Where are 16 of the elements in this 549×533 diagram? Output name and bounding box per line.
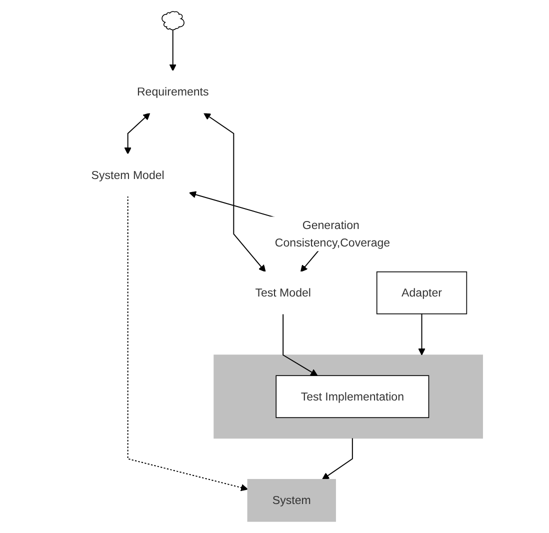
- node-box: Adapter: [376, 271, 467, 314]
- arrow: [322, 438, 353, 480]
- arrow: [124, 112, 150, 154]
- node-text: Test Model: [255, 286, 311, 300]
- node-box: System: [247, 478, 336, 522]
- node-text: System Model: [91, 168, 164, 182]
- node-cloud: [162, 11, 184, 30]
- node-text: Requirements: [136, 84, 209, 98]
- edge-label: Generation Consistency,Coverage: [274, 218, 390, 249]
- node-box: Test Implementation: [276, 375, 430, 418]
- arrow: [282, 313, 318, 376]
- arrow: [203, 112, 266, 272]
- arrow: [127, 196, 248, 492]
- arrow: [418, 313, 426, 356]
- cluster: [214, 354, 483, 439]
- arrow: [169, 29, 176, 72]
